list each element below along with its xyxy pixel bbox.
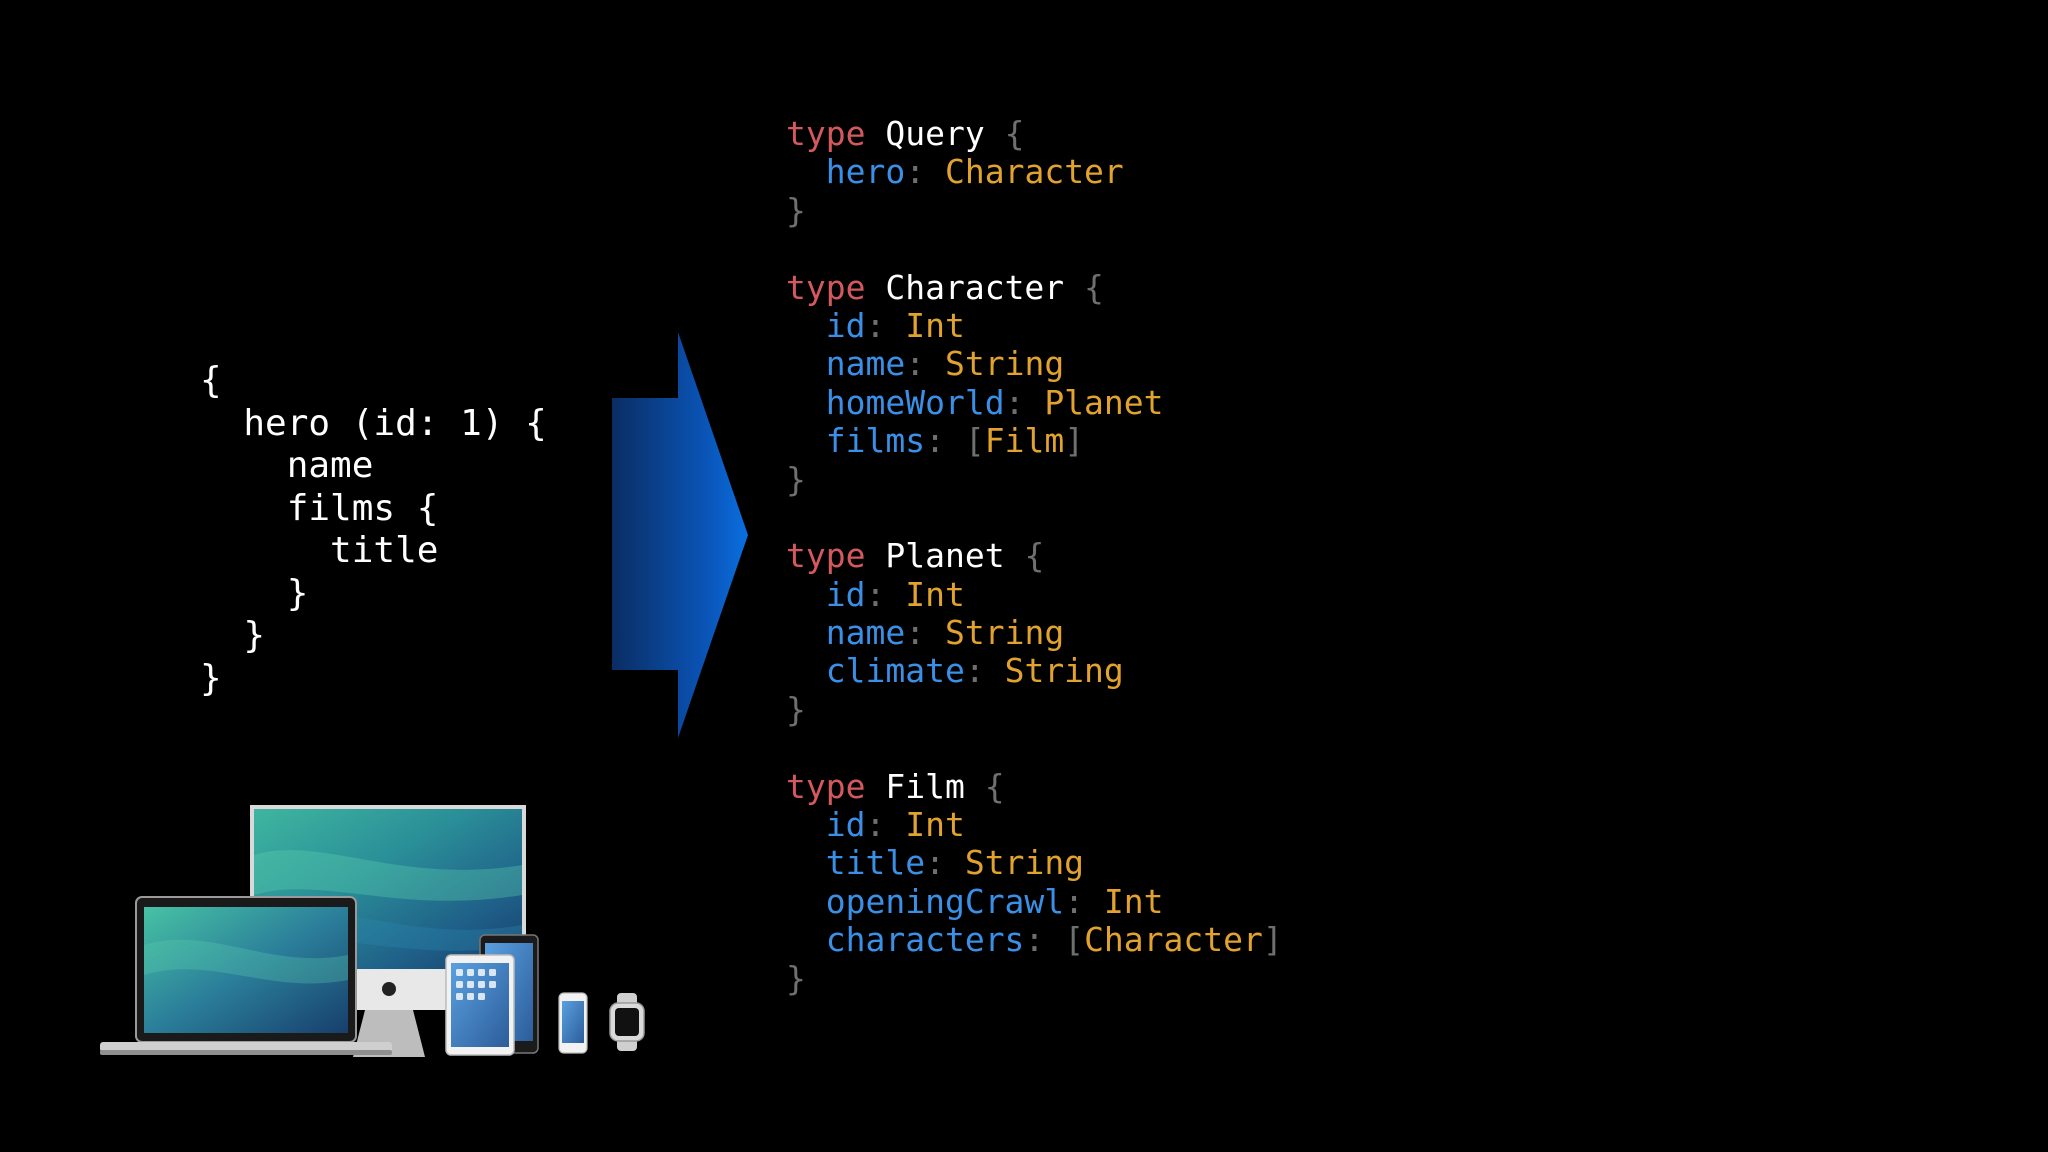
open-brace: { <box>984 766 1005 806</box>
type-footer: } <box>786 689 1283 729</box>
field-line: name: String <box>786 613 1283 653</box>
type-header: type Query { <box>786 114 1283 153</box>
field-line: climate: String <box>786 652 1283 690</box>
field-type: Int <box>1103 881 1164 921</box>
blank-line <box>786 230 1283 268</box>
query-line: } <box>200 615 266 656</box>
field-line: homeWorld: Planet <box>786 382 1283 422</box>
query-line: hero (id: 1) { <box>200 402 547 444</box>
field-type: Character <box>944 152 1124 192</box>
colon: : <box>925 843 945 883</box>
list-close-bracket: ] <box>1064 421 1085 461</box>
type-header: type Character { <box>786 267 1283 307</box>
graphql-query: { hero (id: 1) { name films { title } }} <box>200 360 547 700</box>
field-type: Film <box>984 421 1065 461</box>
field-name: characters <box>825 920 1025 960</box>
field-type: String <box>944 613 1065 653</box>
query-line: } <box>200 572 309 614</box>
field-name: title <box>825 843 926 883</box>
field-type: Character <box>1084 920 1263 960</box>
graphql-schema: type Query { hero: Character} type Charac… <box>786 114 1283 998</box>
type-footer: } <box>786 459 1283 499</box>
type-keyword: type <box>786 114 866 153</box>
colon: : <box>865 574 886 614</box>
type-name: Film <box>885 766 965 806</box>
field-type: Planet <box>1044 382 1164 422</box>
field-name: climate <box>825 651 965 691</box>
type-name: Query <box>885 114 985 153</box>
type-keyword: type <box>786 766 866 806</box>
watch-icon <box>609 993 645 1051</box>
open-brace: { <box>1004 114 1025 153</box>
list-open-bracket: [ <box>1064 920 1085 960</box>
field-name: openingCrawl <box>825 881 1065 921</box>
field-name: name <box>825 613 906 653</box>
colon: : <box>1004 382 1025 422</box>
colon: : <box>1064 881 1085 921</box>
type-header: type Planet { <box>786 537 1283 575</box>
field-line: openingCrawl: Int <box>786 881 1283 921</box>
open-brace: { <box>1084 267 1104 307</box>
field-line: name: String <box>786 345 1283 383</box>
list-close-bracket: ] <box>1262 920 1283 960</box>
colon: : <box>905 152 926 192</box>
list-open-bracket: [ <box>964 421 985 461</box>
blank-line <box>786 499 1283 537</box>
query-line: films { <box>200 487 439 529</box>
laptop-icon <box>100 896 392 1055</box>
field-name: homeWorld <box>825 382 1005 422</box>
field-line: id: Int <box>786 305 1283 345</box>
close-brace: } <box>786 689 806 729</box>
field-type: String <box>964 843 1085 883</box>
close-brace: } <box>786 459 806 499</box>
field-type: String <box>1004 651 1124 691</box>
type-footer: } <box>786 958 1283 998</box>
tablet-icon <box>445 954 515 1056</box>
field-line: title: String <box>786 844 1283 882</box>
type-name: Character <box>885 267 1065 307</box>
query-line: { <box>200 360 222 401</box>
field-line: characters: [Character] <box>786 921 1283 959</box>
colon: : <box>905 344 926 384</box>
colon: : <box>925 421 945 461</box>
field-type: String <box>944 344 1065 384</box>
right-arrow-icon <box>612 332 748 738</box>
type-footer: } <box>786 190 1283 230</box>
field-name: id <box>825 574 866 614</box>
query-line: } <box>200 657 222 699</box>
colon: : <box>905 613 926 653</box>
colon: : <box>865 805 886 845</box>
apple-devices-image <box>100 805 645 1057</box>
type-keyword: type <box>786 536 866 576</box>
field-name: hero <box>825 152 906 192</box>
type-name: Planet <box>885 536 1005 576</box>
close-brace: } <box>786 190 806 230</box>
close-brace: } <box>786 958 806 998</box>
colon: : <box>964 651 985 691</box>
colon: : <box>1024 920 1045 960</box>
field-line: id: Int <box>786 805 1283 845</box>
field-name: id <box>825 305 866 345</box>
field-line: films: [Film] <box>786 421 1283 461</box>
field-line: id: Int <box>786 574 1283 614</box>
colon: : <box>865 305 886 345</box>
blank-line <box>786 729 1283 767</box>
field-name: id <box>825 805 866 845</box>
field-name: films <box>825 421 926 461</box>
type-header: type Film { <box>786 766 1283 806</box>
phone-icon <box>558 992 588 1054</box>
field-type: Int <box>905 805 965 845</box>
type-keyword: type <box>786 267 866 307</box>
field-type: Int <box>905 574 965 614</box>
open-brace: { <box>1024 536 1045 576</box>
field-line: hero: Character <box>786 153 1283 191</box>
query-line: title <box>200 530 439 571</box>
query-line: name <box>200 445 374 486</box>
field-type: Int <box>905 305 965 345</box>
field-name: name <box>825 344 906 384</box>
